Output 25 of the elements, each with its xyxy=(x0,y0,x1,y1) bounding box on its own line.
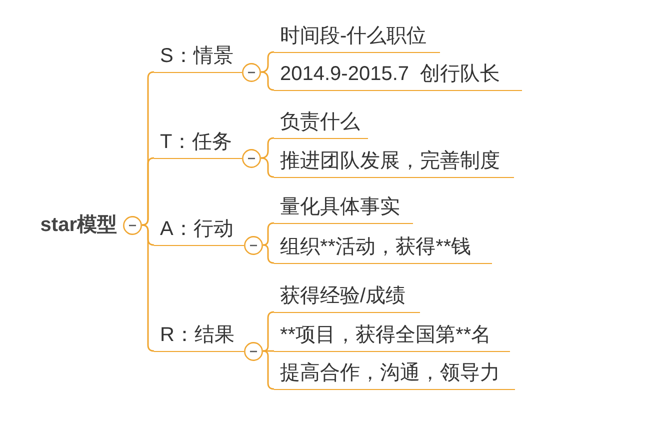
central-topic: star模型 xyxy=(40,213,117,237)
connector-line xyxy=(260,157,275,178)
subtopic: 时间段-什么职位 xyxy=(274,24,440,53)
connector-line xyxy=(260,71,275,91)
connector-line xyxy=(262,311,275,352)
subtopic: **项目，获得全国第**名 xyxy=(274,323,510,352)
main-topic: A：行动 xyxy=(154,217,244,246)
connector-line xyxy=(260,51,275,73)
main-topic: S：情景 xyxy=(154,44,242,73)
connector-line xyxy=(262,244,275,264)
subtopic: 量化具体事实 xyxy=(274,195,413,224)
subtopic: 提高合作，沟通，领导力 xyxy=(274,361,515,390)
subtopic: 负责什么 xyxy=(274,110,368,139)
subtopic: 推进团队发展，完善制度 xyxy=(274,149,514,178)
subtopic: 组织**活动，获得**钱 xyxy=(274,235,492,264)
connector-line xyxy=(141,157,155,226)
main-topic: T：任务 xyxy=(154,130,242,159)
connector-line xyxy=(262,222,275,246)
main-topic: R：结果 xyxy=(154,323,244,352)
connector-line xyxy=(263,350,274,352)
subtopic: 2014.9-2015.7 创行队长 xyxy=(274,62,522,91)
connector-line xyxy=(260,137,275,159)
connector-line xyxy=(141,224,155,352)
connector-line xyxy=(262,350,275,390)
subtopic: 获得经验/成绩 xyxy=(274,284,420,313)
